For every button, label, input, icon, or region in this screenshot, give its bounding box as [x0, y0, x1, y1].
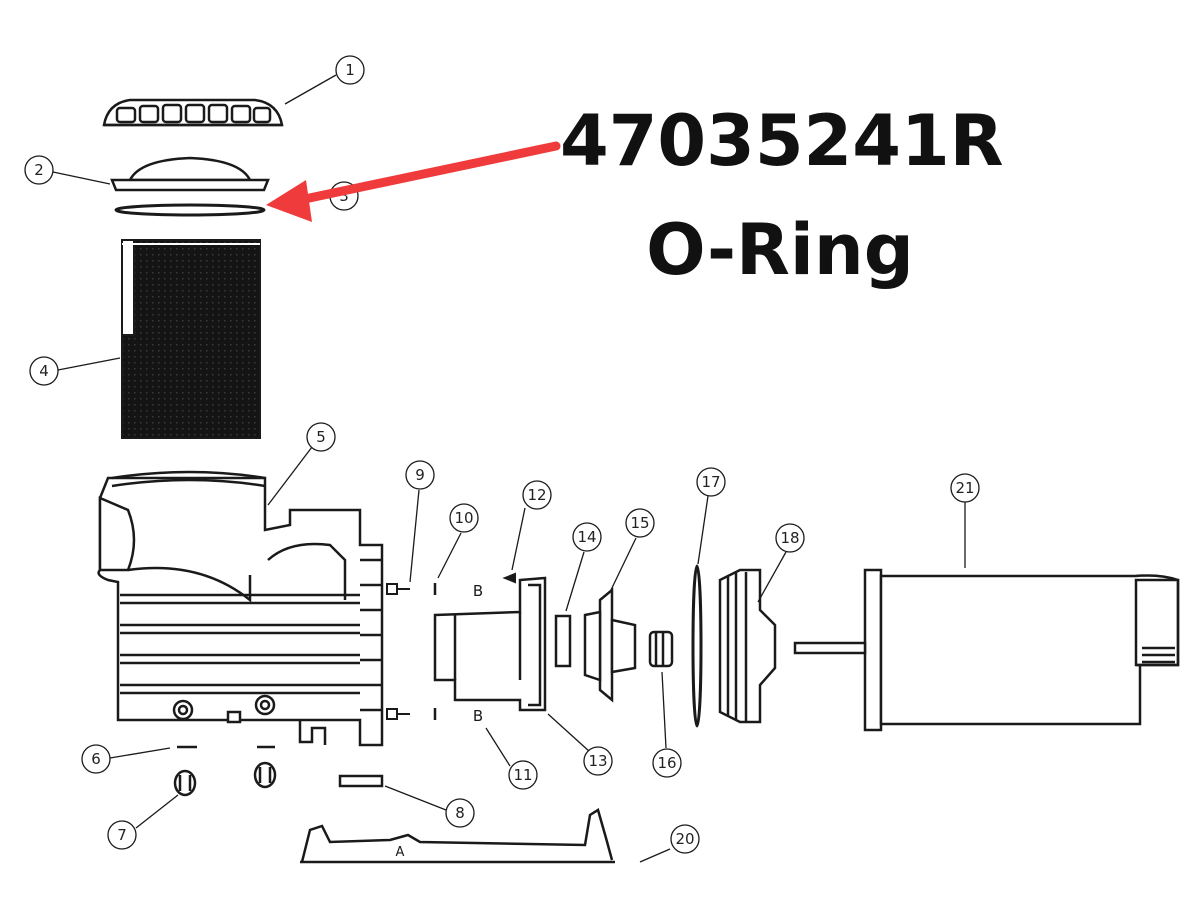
callout-2: 2 — [24, 155, 54, 185]
callout-11: 11 — [508, 760, 538, 790]
red-pointer-arrow — [266, 141, 561, 222]
callout-12: 12 — [522, 480, 552, 510]
base-letter: A — [396, 845, 405, 860]
callout-10: 10 — [449, 503, 479, 533]
svg-text:4: 4 — [39, 362, 49, 380]
screw-part-12 — [502, 572, 516, 584]
svg-text:9: 9 — [415, 466, 425, 484]
svg-text:2: 2 — [34, 161, 44, 179]
seal-part-16 — [648, 630, 674, 668]
large-o-ring-part-17 — [691, 564, 703, 728]
svg-text:12: 12 — [527, 486, 546, 504]
lid-part-2 — [110, 156, 270, 192]
svg-text:8: 8 — [455, 804, 465, 822]
svg-text:18: 18 — [780, 529, 799, 547]
svg-text:14: 14 — [577, 528, 596, 546]
part-name-label: O-Ring — [646, 209, 914, 291]
bolts-part-9 — [386, 583, 410, 720]
seal-plate-part-13 — [433, 576, 547, 712]
part-number-label: 47035241R — [560, 100, 1004, 182]
motor-bracket-part-18 — [718, 568, 777, 724]
callout-16: 16 — [652, 748, 682, 778]
svg-text:17: 17 — [701, 473, 720, 491]
strainer-basket-part-4 — [121, 239, 261, 439]
svg-text:15: 15 — [630, 514, 649, 532]
callout-20: 20 — [670, 824, 700, 854]
leader-lines — [52, 74, 966, 863]
callout-15: 15 — [625, 508, 655, 538]
svg-text:5: 5 — [316, 428, 326, 446]
shim-part-8 — [338, 774, 384, 788]
svg-text:3: 3 — [339, 187, 349, 205]
svg-text:7: 7 — [117, 826, 127, 844]
callout-7: 7 — [107, 820, 137, 850]
wear-ring-part-14 — [554, 614, 572, 668]
callout-21: 21 — [950, 473, 980, 503]
motor-part-21 — [793, 568, 1180, 732]
svg-text:20: 20 — [675, 830, 694, 848]
callout-5: 5 — [306, 422, 336, 452]
callout-18: 18 — [775, 523, 805, 553]
svg-text:6: 6 — [91, 750, 101, 768]
svg-text:16: 16 — [657, 754, 676, 772]
callout-14: 14 — [572, 522, 602, 552]
svg-text:1: 1 — [345, 61, 355, 79]
drain-plugs-part-7 — [173, 761, 277, 797]
callout-1: 1 — [335, 55, 365, 85]
callout-9: 9 — [405, 460, 435, 490]
gasket-letter-top: B — [473, 582, 483, 600]
callout-13: 13 — [583, 746, 613, 776]
nuts-part-11: B B — [473, 582, 483, 725]
impeller-part-15 — [583, 587, 637, 703]
callout-6: 6 — [81, 744, 111, 774]
base-part-20: A — [300, 808, 615, 864]
o-ring-part-3 — [114, 203, 266, 217]
svg-text:13: 13 — [588, 752, 607, 770]
callout-8: 8 — [445, 798, 475, 828]
gasket-letter-bottom: B — [473, 707, 483, 725]
svg-text:11: 11 — [513, 766, 532, 784]
callout-4: 4 — [29, 356, 59, 386]
svg-text:21: 21 — [955, 479, 974, 497]
lid-ring-part-1 — [102, 98, 284, 127]
svg-text:10: 10 — [454, 509, 473, 527]
pump-housing-part-5 — [97, 470, 384, 747]
callout-17: 17 — [696, 467, 726, 497]
